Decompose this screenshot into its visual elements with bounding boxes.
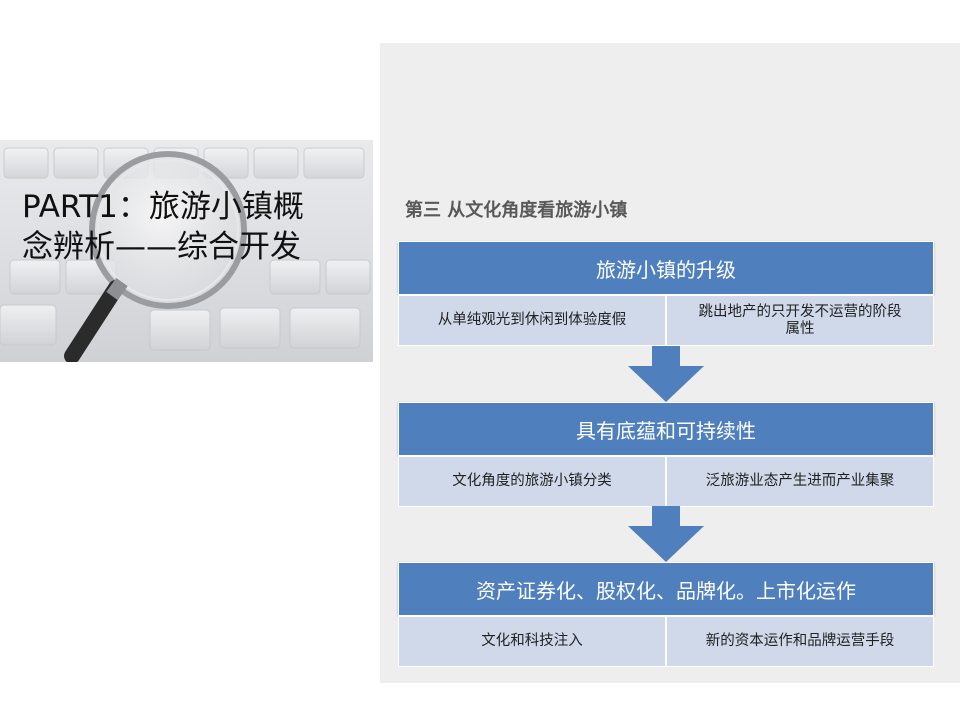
banner-image: PART1：旅游小镇概 念辨析——综合开发 [0, 140, 373, 362]
down-arrow-icon [628, 346, 704, 402]
group-header: 具有底蕴和可持续性 [398, 402, 934, 456]
group-cell-left: 文化角度的旅游小镇分类 [398, 456, 666, 507]
group-cell-right: 跳出地产的只开发不运营的阶段 属性 [666, 295, 934, 346]
group-cell-left: 从单纯观光到休闲到体验度假 [398, 295, 666, 346]
banner-title-line2: 念辨析——综合开发 [22, 229, 301, 265]
keyboard-magnifier-picture [0, 147, 371, 362]
magnifying-glass-icon [64, 151, 247, 362]
group-cell-right: 新的资本运作和品牌运营手段 [666, 616, 934, 667]
group-header: 资产证券化、股权化、品牌化。上市化运作 [398, 562, 934, 616]
group-cell-right-line2: 属性 [785, 320, 815, 337]
down-arrow-icon [628, 506, 704, 562]
section-heading: 第三 从文化角度看旅游小镇 [405, 200, 628, 221]
group-cells: 文化和科技注入 新的资本运作和品牌运营手段 [398, 616, 934, 667]
flow-group-3: 资产证券化、股权化、品牌化。上市化运作 文化和科技注入 新的资本运作和品牌运营手… [398, 562, 934, 667]
group-cells: 从单纯观光到休闲到体验度假 跳出地产的只开发不运营的阶段 属性 [398, 295, 934, 346]
flow-group-2: 具有底蕴和可持续性 文化角度的旅游小镇分类 泛旅游业态产生进而产业集聚 [398, 402, 934, 507]
group-cells: 文化角度的旅游小镇分类 泛旅游业态产生进而产业集聚 [398, 456, 934, 507]
group-cell-right-line1: 跳出地产的只开发不运营的阶段 [698, 303, 902, 320]
group-cell-left: 文化和科技注入 [398, 616, 666, 667]
banner-title: PART1：旅游小镇概 念辨析——综合开发 [22, 187, 362, 267]
banner-title-line1: PART1：旅游小镇概 [22, 189, 304, 225]
flow-group-1: 旅游小镇的升级 从单纯观光到休闲到体验度假 跳出地产的只开发不运营的阶段 属性 [398, 241, 934, 346]
group-cell-right: 泛旅游业态产生进而产业集聚 [666, 456, 934, 507]
group-header: 旅游小镇的升级 [398, 241, 934, 295]
